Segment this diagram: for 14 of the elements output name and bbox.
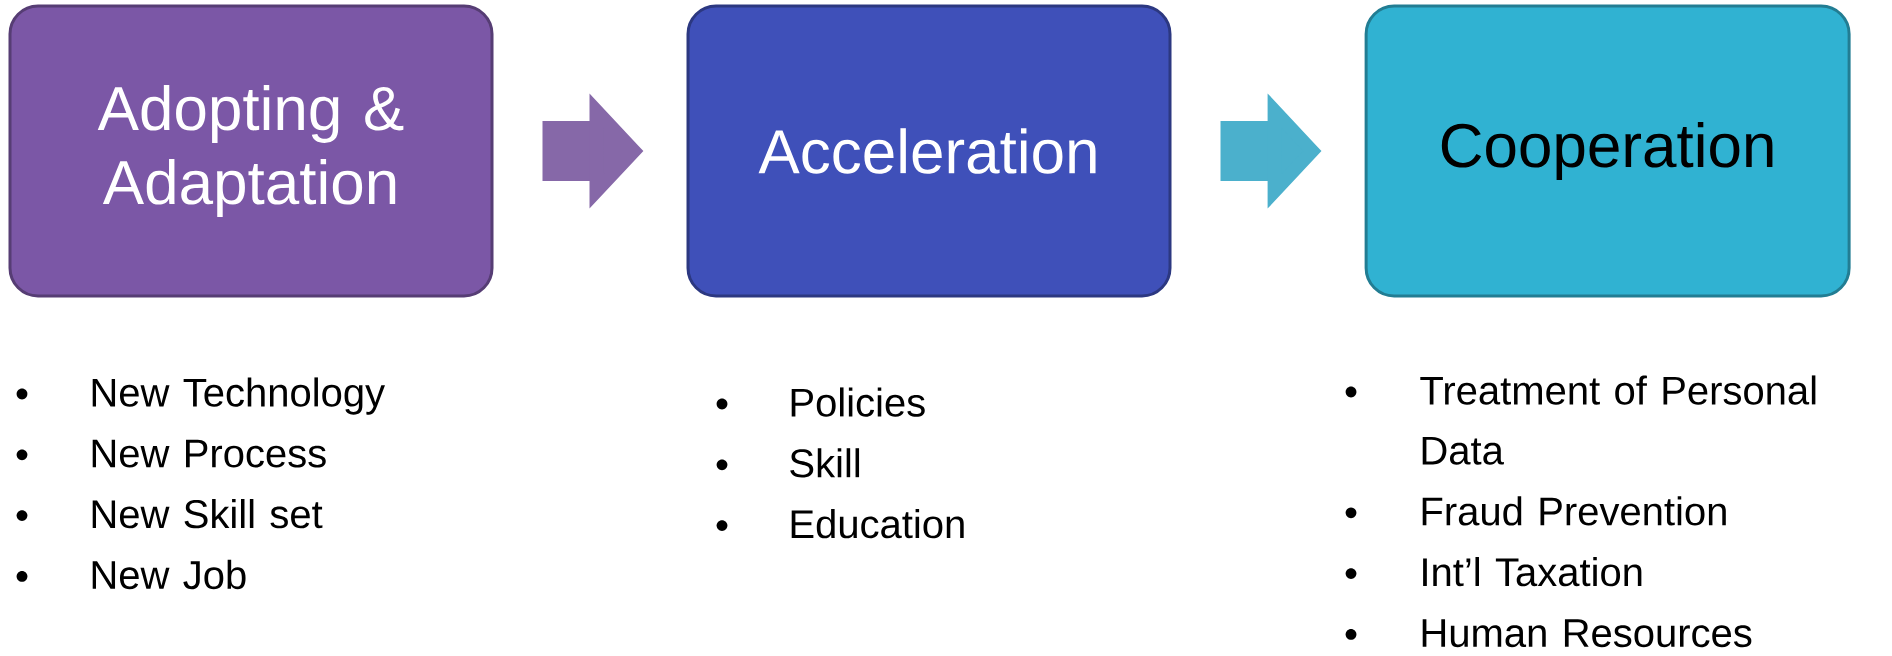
- list-item: Fraud Prevention: [1422, 496, 1726, 526]
- list-item: Int’l Taxation: [1423, 557, 1642, 587]
- list-item: New Skill set: [92, 499, 323, 529]
- list-item: New Process: [92, 439, 326, 468]
- process-box: Adopting & Adaptation: [8, 4, 494, 298]
- process-box: Acceleration: [686, 4, 1172, 298]
- list-item: Skill: [790, 448, 860, 478]
- list-item: Policies: [791, 387, 925, 417]
- list-item: New Job: [92, 559, 246, 590]
- process-box: Cooperation: [1364, 4, 1851, 298]
- list-item: New Technology: [92, 377, 385, 415]
- list-item: Education: [791, 509, 964, 539]
- list-item: Treatment of Personal Data: [1420, 375, 1816, 465]
- list-item: Human Resources: [1422, 619, 1752, 648]
